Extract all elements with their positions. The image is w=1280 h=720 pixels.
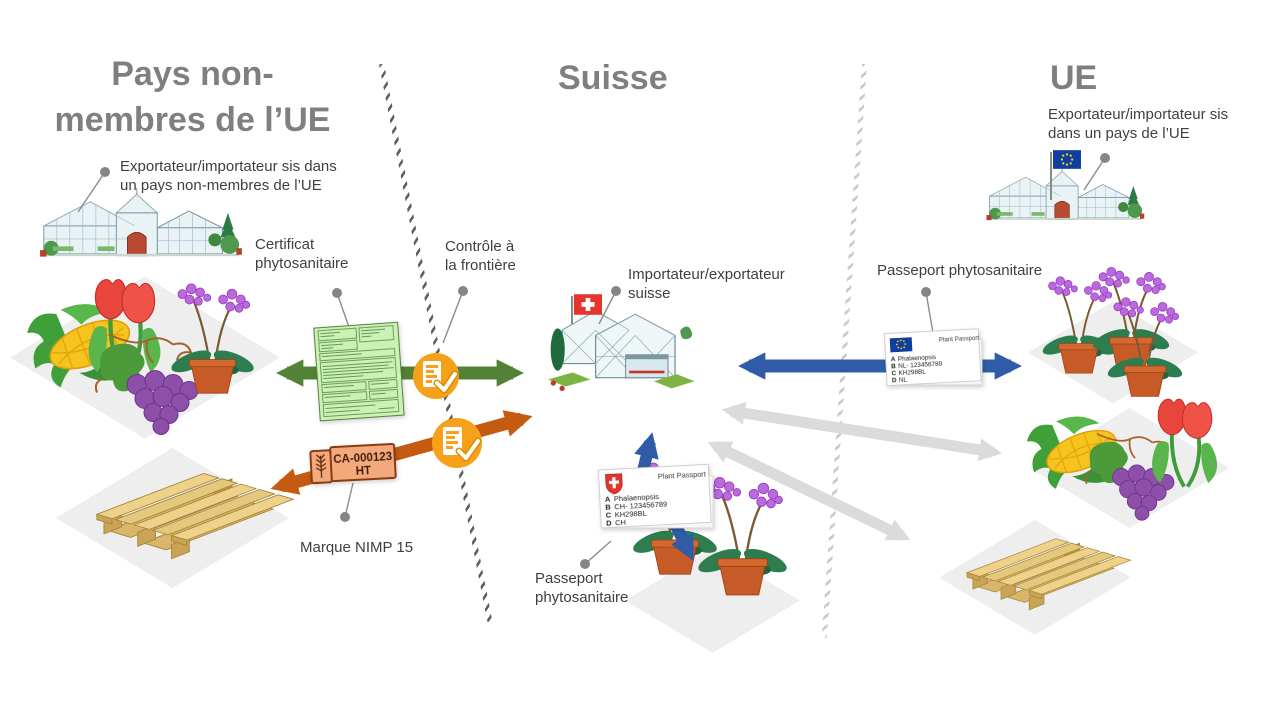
checkmark-icon <box>435 372 457 392</box>
region-title-suisse: Suisse <box>558 59 668 97</box>
label-eu-passeport: Passeport phytosanitaire <box>877 262 1043 279</box>
border-control-badge-certificate <box>413 353 459 399</box>
passport-row-key: C <box>605 510 611 519</box>
label-marque-nimp15: Marque NIMP 15 <box>300 539 414 556</box>
gray-flow-arrow-eu-pallet <box>707 441 911 541</box>
passport-row-value: NL <box>899 377 908 384</box>
callout-lines <box>77 157 1106 565</box>
region-title-non-eu: Pays non- membres de l’UE <box>25 52 360 144</box>
passport-row-key: D <box>606 518 612 527</box>
passport-row-key: A <box>605 494 611 503</box>
passport-row-value: KH298BL <box>898 369 926 377</box>
ch-plant-passport-card: Plant Passport A Phalaenopsis B CH- 1234… <box>597 463 714 529</box>
passport-row-value: CH <box>615 518 626 528</box>
label-controle-frontiere: Contrôle à la frontière <box>445 238 516 274</box>
label-non-eu-actor: Exportateur/importateur sis dans un pays… <box>120 158 337 194</box>
callout-dots <box>100 153 1110 569</box>
label-ch-actor: Importateur/exportateur suisse <box>628 266 785 302</box>
passport-row-key: B <box>605 502 611 511</box>
passport-row-key: D <box>892 377 897 384</box>
checkmark-icon <box>457 439 480 460</box>
passport-row-value: Phalaenopsis <box>614 492 660 503</box>
swiss-shield-icon <box>605 473 623 495</box>
gray-flow-arrow-eu-plants <box>721 401 1003 462</box>
passport-title: Plant Passport <box>658 469 706 481</box>
region-title-line: Pays non- <box>111 55 274 93</box>
eu-flag-icon <box>889 337 913 353</box>
passport-row-value: CH- 123456789 <box>614 500 667 512</box>
eu-plant-passport-card: Plant Passport A Phalaenopsis B NL- 1234… <box>883 328 983 387</box>
border-control-badge-wood <box>432 418 482 468</box>
label-ch-passeport: Passeport phytosanitaire <box>535 570 629 606</box>
label-certificat-phytosanitaire: Certificat phytosanitaire <box>255 236 349 272</box>
label-eu-actor: Exportateur/importateur sis dans un pays… <box>1048 106 1229 142</box>
passport-title: Plant Passport <box>939 335 980 344</box>
phytosanitary-certificate-document <box>313 321 405 422</box>
passport-row-value: KH298BL <box>614 509 647 520</box>
tag-ht: HT <box>355 465 371 478</box>
region-title-ue: UE <box>1050 59 1098 97</box>
region-title-line: membres de l’UE <box>54 100 331 139</box>
nimp15-mark-tag: CA-000123 HT <box>309 442 397 485</box>
